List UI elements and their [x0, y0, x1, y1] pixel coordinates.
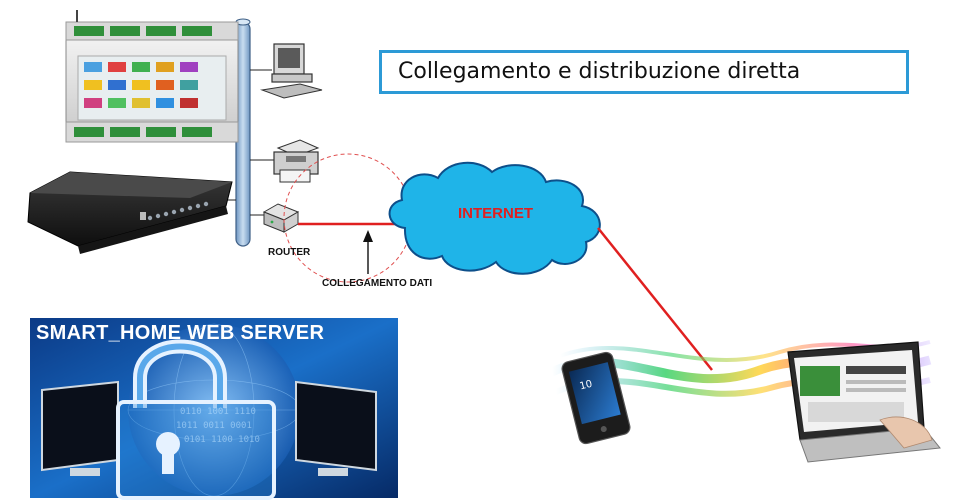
router-label: ROUTER — [268, 247, 311, 258]
laptop-icon — [787, 341, 941, 463]
monitor-left-icon — [41, 380, 119, 476]
title-box: Collegamento e distribuzione diretta — [379, 50, 909, 94]
network-backbone — [235, 18, 251, 247]
svg-text:0101 1100 1010: 0101 1100 1010 — [184, 435, 260, 445]
internet-to-devices-line — [597, 227, 713, 371]
svg-text:1011 0011 0001: 1011 0011 0001 — [176, 421, 252, 431]
monitor-right-icon — [295, 380, 377, 476]
data-link-arrow — [363, 230, 373, 274]
dvr-recorder-icon — [27, 171, 233, 254]
data-link-label: COLLEGAMENTO DATI — [322, 278, 433, 289]
controller-panel-icon — [65, 10, 239, 143]
internet-label: INTERNET — [458, 205, 533, 222]
svg-text:0110 1001 1110: 0110 1001 1110 — [180, 407, 256, 417]
internet-cloud-icon — [388, 161, 601, 275]
banner-title: SMART_HOME WEB SERVER — [36, 322, 325, 344]
smartphone-icon: 10 — [561, 351, 631, 445]
desktop-computer-icon — [260, 43, 323, 99]
router-icon — [262, 203, 300, 233]
padlock-icon — [116, 339, 276, 500]
printer-icon — [273, 139, 320, 183]
svg-text:10: 10 — [579, 379, 594, 393]
security-banner: 0110 1001 1110 1011 0011 0001 0101 1100 … — [30, 318, 398, 500]
diagram-title: Collegamento e distribuzione diretta — [398, 59, 801, 84]
